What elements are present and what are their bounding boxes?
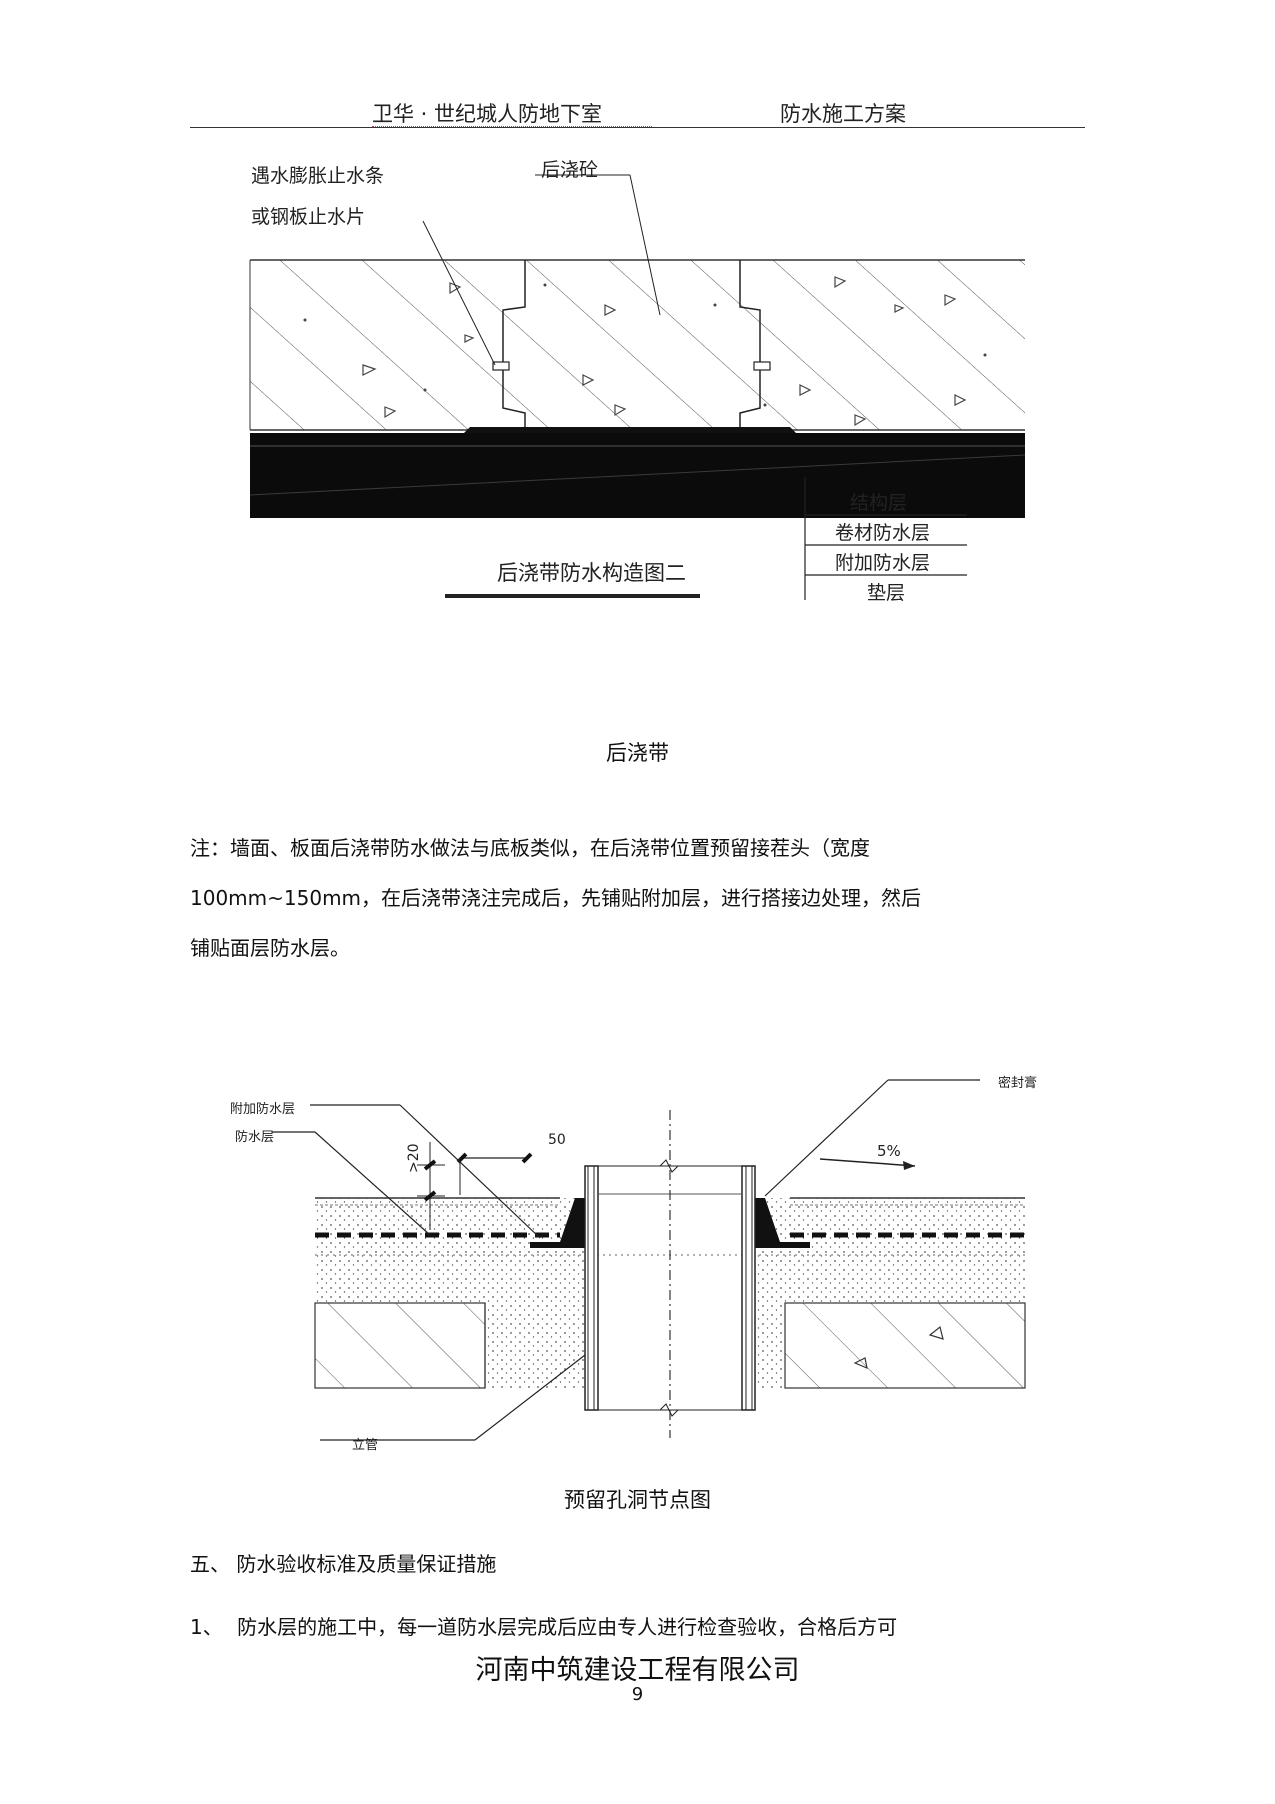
mortar-left <box>315 1198 585 1303</box>
item-number: 1、 <box>190 1615 223 1639</box>
leader-pipe <box>474 1354 586 1441</box>
slab-right <box>784 1302 1026 1389</box>
label-slope: 5% <box>877 1142 901 1160</box>
water-stop-left <box>492 361 510 371</box>
additional-layer-left <box>530 1198 585 1248</box>
leader-water-stop <box>422 220 496 366</box>
item-text: 防水层的施工中，每一道防水层完成后应由专人进行检查验收，合格后方可 <box>237 1615 898 1639</box>
note-paragraph: 注：墙面、板面后浇带防水做法与底板类似，在后浇带位置预留接茬头（宽度 100mm… <box>190 823 1090 973</box>
concrete-slab <box>250 260 1025 430</box>
label-water-stop-1: 遇水膨胀止水条 <box>251 165 385 187</box>
joint-left <box>502 260 526 430</box>
label-water-stop-2: 或钢板止水片 <box>251 206 366 228</box>
leader-additional-layer <box>399 1104 541 1239</box>
spellcheck-underline <box>372 124 652 127</box>
header-project-title: 卫华 · 世纪城人防地下室 <box>372 102 603 126</box>
figure-post-cast-strip: 遇水膨胀止水条 或钢板止水片 后浇砼 结构层 卷材防水层 附加防水层 垫层 后浇… <box>245 155 1045 700</box>
slope-arrow <box>819 1158 916 1167</box>
slab-left <box>314 1302 486 1389</box>
section-heading: 五、 防水验收标准及质量保证措施 <box>190 1552 497 1576</box>
label-waterproof-layer: 防水层 <box>235 1130 275 1145</box>
reserved-hole-drawing <box>272 1079 1026 1441</box>
pipe-wall-right <box>741 1165 756 1411</box>
figure-reserved-hole: 密封膏 附加防水层 防水层 立管 50 >20 5% <box>230 1070 1060 1453</box>
label-dim-20: >20 <box>406 1143 422 1173</box>
label-cushion-layer: 垫层 <box>867 582 906 604</box>
note-line-2: 100mm~150mm，在后浇带浇注完成后，先铺贴附加层，进行搭接边处理，然后 <box>190 886 922 910</box>
leader-post-cast <box>629 174 661 316</box>
section-item-1: 1、 防水层的施工中，每一道防水层完成后应由专人进行检查验收，合格后方可 <box>190 1611 897 1640</box>
label-additional-layer: 附加防水层 <box>835 552 931 574</box>
label-additional-layer: 附加防水层 <box>230 1102 296 1117</box>
note-line-1: 注：墙面、板面后浇带防水做法与底板类似，在后浇带位置预留接茬头（宽度 <box>190 836 870 860</box>
pipe-wall-left <box>584 1165 599 1411</box>
drawing-title-underline <box>445 594 700 598</box>
label-membrane-layer: 卷材防水层 <box>835 522 931 544</box>
label-sealant: 密封膏 <box>998 1076 1038 1091</box>
note-line-3: 铺贴面层防水层。 <box>190 936 350 960</box>
additional-layer-right <box>755 1198 810 1248</box>
figure2-caption: 预留孔洞节点图 <box>564 1488 711 1512</box>
header-document-title: 防水施工方案 <box>780 102 906 126</box>
label-pipe: 立管 <box>352 1438 379 1453</box>
label-dim-50: 50 <box>548 1132 566 1148</box>
drawing-title: 后浇带防水构造图二 <box>497 561 686 585</box>
post-cast-strip-drawing <box>249 174 1026 600</box>
footer-company: 河南中筑建设工程有限公司 <box>475 1655 800 1686</box>
label-post-cast-concrete: 后浇砼 <box>541 159 599 181</box>
joint-right <box>739 260 761 430</box>
leader-sealant <box>764 1079 889 1197</box>
header-rule <box>190 127 1085 128</box>
figure1-caption: 后浇带 <box>606 741 669 765</box>
water-stop-right <box>753 361 771 371</box>
mortar-right <box>755 1198 1025 1303</box>
page-number: 9 <box>631 1684 644 1705</box>
label-structure-layer: 结构层 <box>850 492 908 514</box>
leader-waterproof-layer <box>314 1131 431 1236</box>
